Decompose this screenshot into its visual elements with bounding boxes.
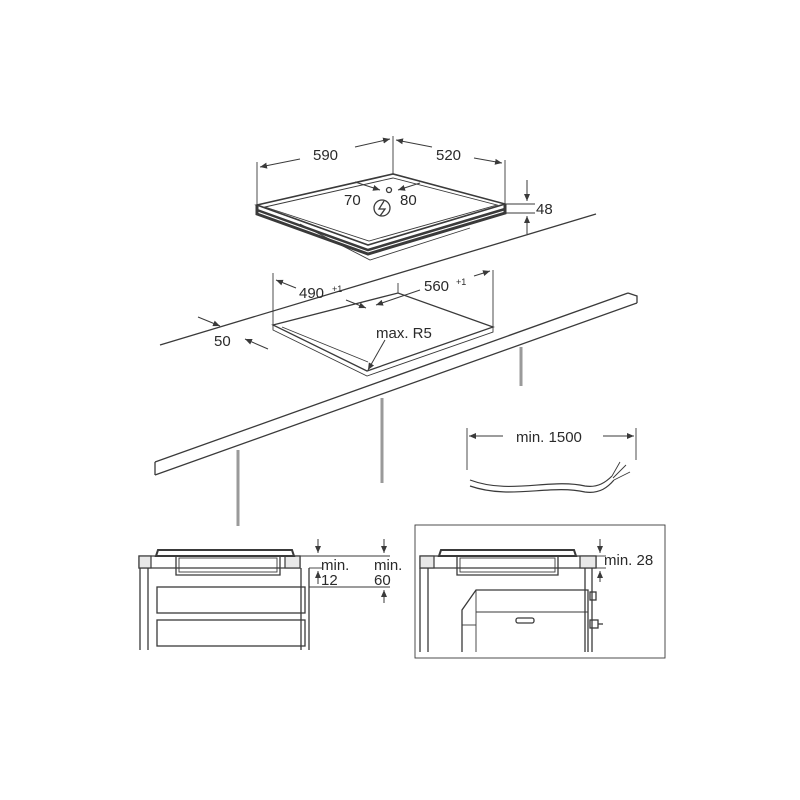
hob-height-label: 48 — [536, 201, 553, 218]
dimension-48 — [505, 180, 535, 234]
hob-depth-label: 520 — [436, 147, 461, 164]
cutout-width-label: 490 — [299, 285, 324, 302]
dimension-520 — [395, 138, 506, 204]
dimension-50 — [197, 316, 269, 350]
dimension-490 — [272, 273, 399, 325]
connection-left-label: 70 — [344, 192, 361, 209]
drawer-gap-top-value: 12 — [321, 572, 338, 589]
front-edge-label: 50 — [214, 333, 231, 350]
hob-illustration — [254, 173, 508, 261]
cutout-width-tolerance: +1 — [332, 284, 342, 294]
corner-radius-label: max. R5 — [376, 325, 432, 342]
connection-point-dims — [354, 181, 421, 194]
cable-illustration — [466, 428, 637, 493]
hob-width-label: 590 — [313, 147, 338, 164]
dimension-590 — [256, 136, 394, 205]
side-view-oven — [414, 524, 666, 659]
connection-right-label: 80 — [400, 192, 417, 209]
drawer-gap-bottom-value: 60 — [374, 572, 391, 589]
drawer-gap-bottom-min: min. — [374, 557, 402, 574]
cable-length-label: min. 1500 — [516, 429, 582, 446]
drawer-gap-top-min: min. — [321, 557, 349, 574]
cutout-depth-label: 560 — [424, 278, 449, 295]
radius-leader — [367, 339, 386, 371]
oven-clearance-label: min. 28 — [604, 552, 653, 569]
side-view-drawers — [138, 539, 390, 650]
electrical-symbol-icon — [373, 199, 391, 217]
cutout-depth-tolerance: +1 — [456, 277, 466, 287]
dimension-560 — [375, 270, 494, 327]
worktop — [154, 213, 638, 526]
